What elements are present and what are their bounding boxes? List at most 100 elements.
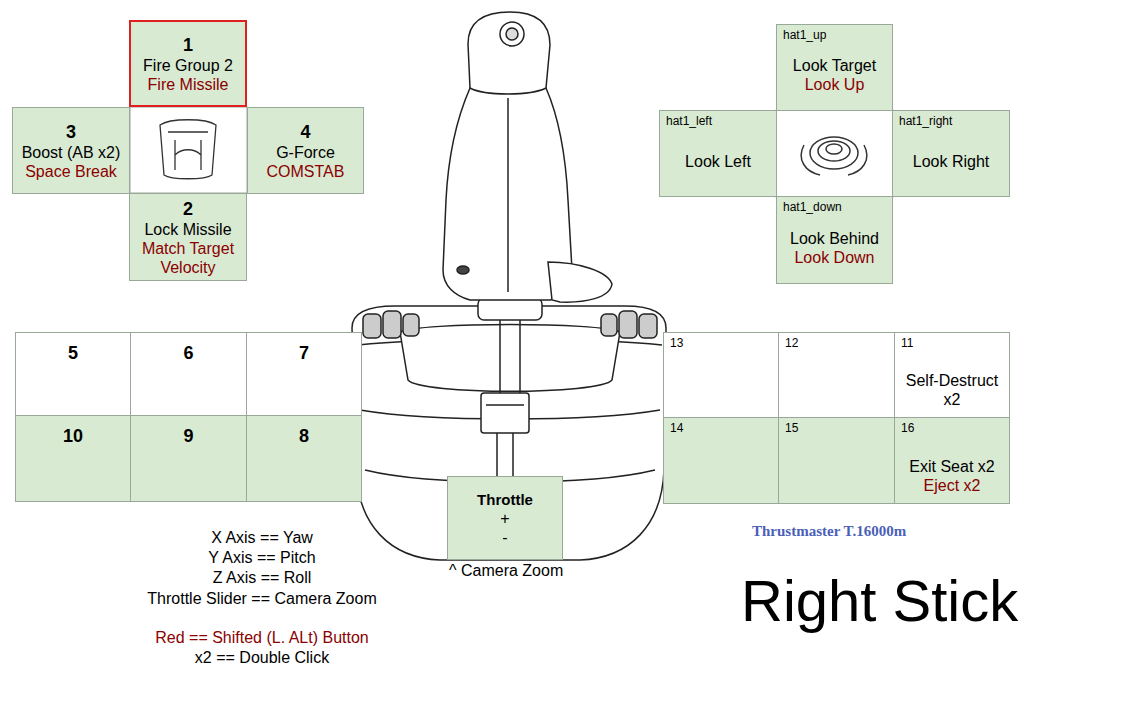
base-button <box>639 314 657 338</box>
base-plate <box>400 325 620 392</box>
base-button <box>383 311 401 338</box>
legend-note: Red == Shifted (L. ALt) Button <box>112 628 412 648</box>
function-label: Look Up <box>805 75 865 94</box>
joystick-base <box>352 306 666 560</box>
button-box: 7 <box>246 332 362 416</box>
legend-note: Throttle Slider == Camera Zoom <box>112 589 412 609</box>
stick-shaft <box>500 320 520 393</box>
button-box: 8 <box>246 415 362 502</box>
button-number: 8 <box>299 425 309 447</box>
function-label: Look Behind <box>790 229 879 248</box>
legend-note: X Axis == Yaw <box>112 528 412 548</box>
button-number: 2 <box>183 198 193 220</box>
hat-direction-box: hat1_upLook TargetLook Up <box>776 24 893 111</box>
head-button <box>506 28 518 40</box>
button-icon-cell <box>130 107 247 193</box>
button-box: 9 <box>130 415 247 502</box>
device-name: Thrustmaster T.16000m <box>752 521 972 541</box>
base-button <box>619 311 637 338</box>
button-box: 4G-ForceCOMSTAB <box>247 107 364 194</box>
stick-collar <box>478 298 542 320</box>
throttle-box: Throttle+- <box>447 476 563 560</box>
legend-note: Z Axis == Roll <box>112 568 412 588</box>
function-label: Match Target Velocity <box>134 239 242 277</box>
base-button <box>403 314 419 336</box>
button-box: 11Self-Destruct x2 <box>894 332 1010 418</box>
legend-note: x2 == Double Click <box>112 648 412 668</box>
shaft-lines <box>486 405 524 476</box>
button-number: 4 <box>300 121 310 143</box>
legend-note: Y Axis == Pitch <box>112 548 412 568</box>
function-label: COMSTAB <box>267 162 345 181</box>
function-label: Boost (AB x2) <box>22 143 121 162</box>
button-number: 9 <box>183 425 193 447</box>
function-label: Self-Destruct x2 <box>899 371 1005 409</box>
hat-name: hat1_up <box>783 28 826 43</box>
icon-cell <box>776 110 893 197</box>
hat-icon <box>801 137 867 175</box>
throttle-note: ^ Camera Zoom <box>449 561 609 581</box>
button-box: 14 <box>663 417 779 504</box>
finger-rest <box>548 262 612 302</box>
hat-ring <box>810 137 858 169</box>
function-label: Fire Missile <box>148 75 229 94</box>
function-label: Exit Seat x2 <box>909 457 994 476</box>
hat-direction-box: hat1_leftLook Left <box>659 110 777 197</box>
button-number: 12 <box>785 336 798 351</box>
hat-name: hat1_right <box>899 114 952 129</box>
joystick-drawing <box>352 12 666 560</box>
side-knob <box>457 266 469 274</box>
function-label: Eject x2 <box>924 476 981 495</box>
button-box: 12 <box>778 332 895 418</box>
base-button <box>363 314 381 338</box>
button-box: 5 <box>15 332 131 416</box>
hat-direction-box: hat1_downLook BehindLook Down <box>776 196 893 284</box>
grip-seam <box>507 98 509 292</box>
function-label: G-Force <box>276 143 335 162</box>
diagram-title: Right Stick <box>741 568 1018 634</box>
head-button <box>500 22 524 46</box>
button-number: 5 <box>68 342 78 364</box>
button-number: 14 <box>670 421 683 436</box>
button-box: 15 <box>778 417 895 504</box>
hat-arc <box>801 145 867 175</box>
button-number: 15 <box>785 421 798 436</box>
button-box: 3Boost (AB x2)Space Break <box>12 107 130 194</box>
hat-name: hat1_left <box>666 114 712 129</box>
button-number: 11 <box>901 336 913 351</box>
button-number: 7 <box>299 342 309 364</box>
hat-ring <box>818 141 850 161</box>
stick-head <box>468 12 550 94</box>
function-label: Fire Group 2 <box>143 56 233 75</box>
button-box: 2Lock MissileMatch Target Velocity <box>129 193 247 281</box>
function-label: Look Down <box>794 248 874 267</box>
hat-ring <box>826 144 842 154</box>
button-number: 16 <box>901 421 914 436</box>
function-label: Space Break <box>25 162 117 181</box>
function-label: Look Target <box>793 56 876 75</box>
function-label: + <box>500 509 509 528</box>
hat-name: hat1_down <box>783 200 842 215</box>
button-number: 1 <box>183 34 193 56</box>
base-button <box>601 314 617 336</box>
button-box: 10 <box>15 415 131 502</box>
function-label: Look Right <box>913 152 990 171</box>
function-label: - <box>502 528 507 547</box>
function-label: Lock Missile <box>144 220 231 239</box>
function-label: Look Left <box>685 152 751 171</box>
button-number: 3 <box>66 121 76 143</box>
hat-direction-box: hat1_rightLook Right <box>892 110 1010 197</box>
button-number: 6 <box>183 342 193 364</box>
button-box: 6 <box>130 332 247 416</box>
button-number: 13 <box>670 336 683 351</box>
button-box: 16Exit Seat x2Eject x2 <box>894 417 1010 504</box>
button-number: 10 <box>63 425 83 447</box>
icon-cell <box>130 107 247 193</box>
hat-icon-cell <box>776 110 893 197</box>
stick-top-icon <box>160 120 216 179</box>
button-box: 13 <box>663 332 779 418</box>
shaft-block <box>481 393 529 433</box>
button-box: 1Fire Group 2Fire Missile <box>129 20 247 107</box>
function-label: Throttle <box>477 490 533 509</box>
